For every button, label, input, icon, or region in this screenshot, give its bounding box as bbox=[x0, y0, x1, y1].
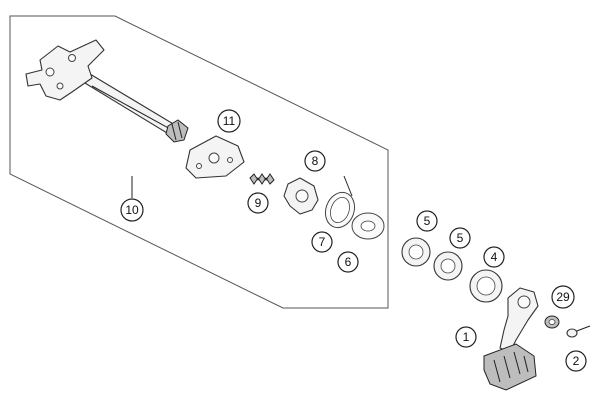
callout-29[interactable]: 29 bbox=[551, 285, 575, 309]
callout-1-label: 1 bbox=[463, 330, 470, 344]
spring-part[interactable] bbox=[249, 173, 275, 185]
callout-2[interactable]: 2 bbox=[565, 350, 587, 372]
callout-2-label: 2 bbox=[573, 354, 580, 368]
callout-8[interactable]: 8 bbox=[304, 150, 326, 172]
small-washer-part[interactable] bbox=[544, 315, 560, 329]
bushing-part[interactable] bbox=[469, 269, 503, 303]
subassembly-frame bbox=[9, 15, 389, 309]
callout-10-label: 10 bbox=[125, 203, 139, 217]
callout-7-label: 7 bbox=[319, 235, 326, 249]
shift-lever-part[interactable] bbox=[483, 287, 539, 391]
bolt-part[interactable] bbox=[566, 325, 591, 338]
callout-29-label: 29 bbox=[556, 290, 570, 304]
cam-part[interactable] bbox=[283, 177, 319, 215]
callout-8-label: 8 bbox=[312, 154, 319, 168]
bearing-part-b[interactable] bbox=[433, 251, 463, 281]
callout-6[interactable]: 6 bbox=[337, 251, 359, 273]
callout-9-label: 9 bbox=[255, 196, 262, 210]
shift-plate-part[interactable] bbox=[185, 135, 245, 179]
callout-5-second-label: 5 bbox=[457, 231, 464, 245]
callout-4[interactable]: 4 bbox=[483, 246, 505, 268]
bearing-part-a[interactable] bbox=[401, 237, 431, 267]
callout-10[interactable]: 10 bbox=[120, 198, 144, 222]
washer-part[interactable] bbox=[351, 212, 385, 240]
callout-6-label: 6 bbox=[345, 255, 352, 269]
callout-5-first[interactable]: 5 bbox=[416, 210, 438, 232]
callout-11-label: 11 bbox=[223, 114, 236, 128]
shift-shaft-part[interactable] bbox=[25, 39, 189, 143]
callout-9[interactable]: 9 bbox=[247, 192, 269, 214]
callout-1[interactable]: 1 bbox=[455, 326, 477, 348]
callout-4-label: 4 bbox=[491, 250, 498, 264]
callout-5-second[interactable]: 5 bbox=[449, 227, 471, 249]
callout-11[interactable]: 11 bbox=[217, 109, 241, 133]
callout-7[interactable]: 7 bbox=[311, 231, 333, 253]
callout-5-first-label: 5 bbox=[424, 214, 431, 228]
ring-clip-part[interactable] bbox=[321, 175, 360, 232]
